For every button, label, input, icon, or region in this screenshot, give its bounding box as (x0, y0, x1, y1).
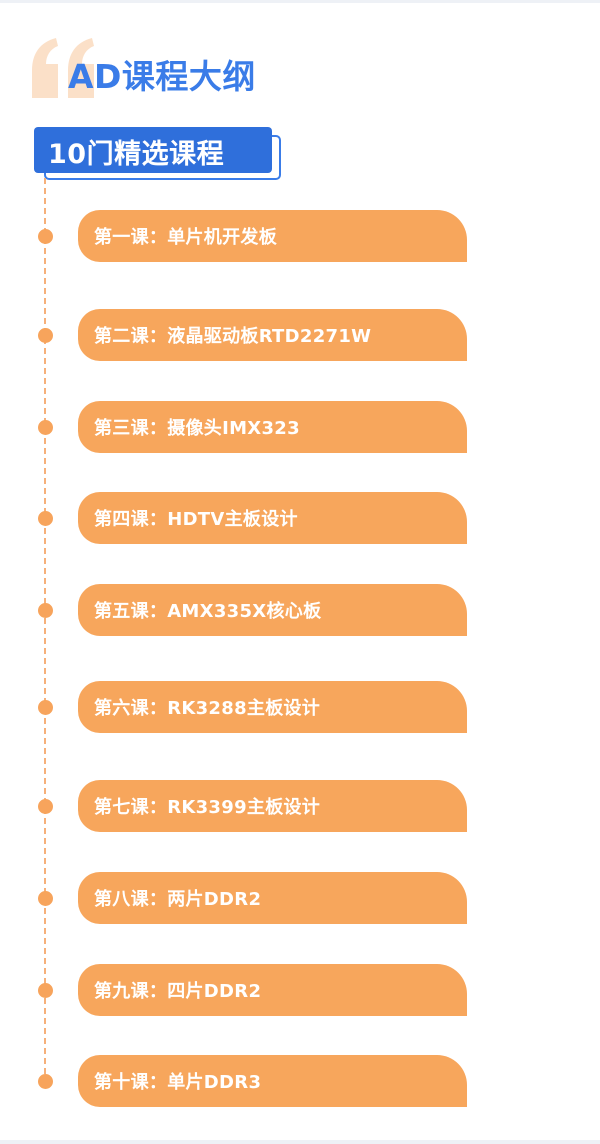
lesson-label: 第四课：HDTV主板设计 (94, 509, 298, 530)
lesson-pill: 第八课：两片DDR2 (78, 872, 467, 924)
lesson-item[interactable]: 第九课：四片DDR2 (0, 964, 600, 1016)
lesson-pill: 第四课：HDTV主板设计 (78, 492, 467, 544)
course-count-badge: 10门精选课程 (34, 127, 281, 180)
lesson-item[interactable]: 第十课：单片DDR3 (0, 1055, 600, 1107)
lesson-pill: 第五课：AMX335X核心板 (78, 584, 467, 636)
timeline-dot (38, 891, 53, 906)
top-divider (0, 0, 600, 3)
lesson-item[interactable]: 第六课：RK3288主板设计 (0, 681, 600, 733)
lesson-pill: 第一课：单片机开发板 (78, 210, 467, 262)
timeline-dot (38, 420, 53, 435)
lesson-item[interactable]: 第四课：HDTV主板设计 (0, 492, 600, 544)
lesson-label: 第三课：摄像头IMX323 (94, 418, 300, 439)
lesson-pill: 第十课：单片DDR3 (78, 1055, 467, 1107)
timeline-dot (38, 603, 53, 618)
lesson-item[interactable]: 第七课：RK3399主板设计 (0, 780, 600, 832)
timeline-dot (38, 511, 53, 526)
timeline-dot (38, 700, 53, 715)
badge-label: 10门精选课程 (48, 139, 225, 170)
timeline-dot (38, 1074, 53, 1089)
timeline-dot (38, 229, 53, 244)
lesson-pill: 第九课：四片DDR2 (78, 964, 467, 1016)
lesson-pill: 第六课：RK3288主板设计 (78, 681, 467, 733)
quote-icon (32, 38, 94, 98)
timeline-dot (38, 328, 53, 343)
page-title: AD课程大纲 (68, 57, 256, 96)
lesson-label: 第二课：液晶驱动板RTD2271W (94, 326, 372, 347)
badge-fill (34, 127, 272, 173)
lesson-label: 第六课：RK3288主板设计 (94, 698, 321, 719)
lesson-pill: 第三课：摄像头IMX323 (78, 401, 467, 453)
timeline-dashed-line (44, 178, 46, 1084)
lesson-label: 第十课：单片DDR3 (94, 1072, 262, 1093)
lesson-item[interactable]: 第三课：摄像头IMX323 (0, 401, 600, 453)
lesson-label: 第八课：两片DDR2 (94, 889, 262, 910)
lesson-label: 第九课：四片DDR2 (94, 981, 262, 1002)
lesson-label: 第五课：AMX335X核心板 (94, 601, 322, 622)
lesson-item[interactable]: 第五课：AMX335X核心板 (0, 584, 600, 636)
bottom-divider (0, 1140, 600, 1144)
lesson-pill: 第二课：液晶驱动板RTD2271W (78, 309, 467, 361)
timeline-dot (38, 983, 53, 998)
lesson-label: 第七课：RK3399主板设计 (94, 797, 321, 818)
lesson-item[interactable]: 第一课：单片机开发板 (0, 210, 600, 262)
lesson-item[interactable]: 第八课：两片DDR2 (0, 872, 600, 924)
lesson-item[interactable]: 第二课：液晶驱动板RTD2271W (0, 309, 600, 361)
lesson-pill: 第七课：RK3399主板设计 (78, 780, 467, 832)
lesson-label: 第一课：单片机开发板 (94, 227, 277, 248)
timeline-dot (38, 799, 53, 814)
